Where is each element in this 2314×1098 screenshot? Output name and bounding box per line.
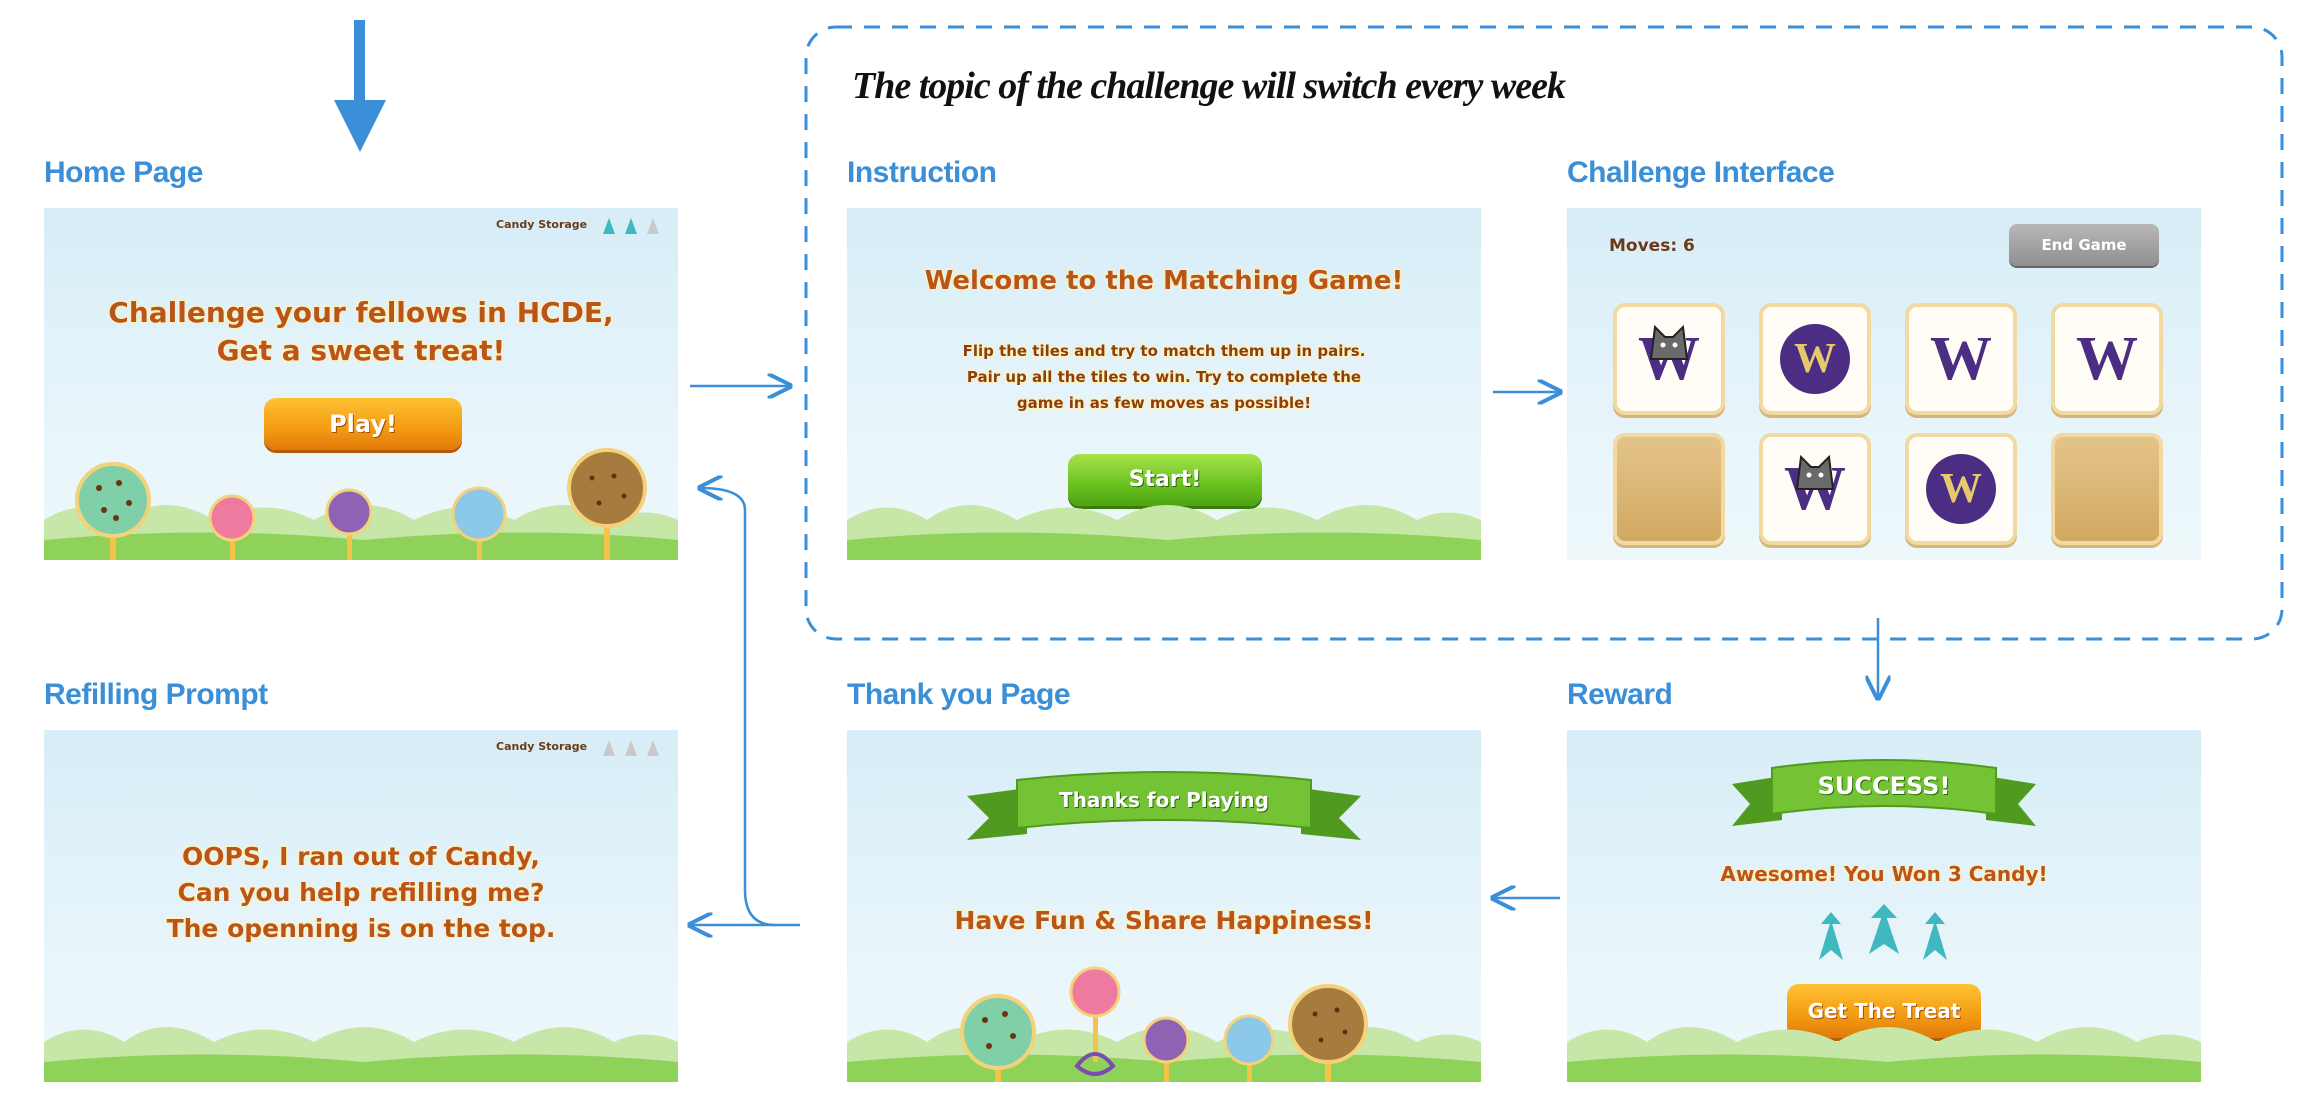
cake-pops-decoration	[960, 966, 1368, 1082]
tile-husky[interactable]: W	[1759, 433, 1871, 545]
hills-background	[1567, 1027, 2201, 1082]
reward-message: Awesome! You Won 3 Candy!	[1720, 862, 2048, 886]
tile-letter: W	[2076, 325, 2138, 393]
arrow-thanks-to-home	[700, 488, 800, 927]
moves-counter: Moves: 6	[1609, 236, 1695, 256]
tile-w-disc[interactable]: W	[1759, 303, 1871, 415]
hills-background	[44, 505, 678, 560]
cake-pops-decoration	[75, 448, 647, 560]
weekly-topic-frame	[804, 25, 2284, 641]
tile-letter: W	[1780, 324, 1850, 394]
refill-line-3: The openning is on the top.	[166, 914, 556, 943]
instruction-body-line-2: Pair up all the tiles to win. Try to com…	[966, 368, 1362, 386]
hills-background	[847, 505, 1481, 560]
thanks-tagline: Have Fun & Share Happiness!	[954, 906, 1374, 935]
instruction-title: Welcome to the Matching Game!	[924, 266, 1404, 296]
thanks-ribbon	[967, 771, 1361, 840]
end-game-button[interactable]: End Game	[2009, 224, 2159, 266]
tile-w-letter[interactable]: W	[2051, 303, 2163, 415]
instruction-body-line-3: game in as few moves as possible!	[1016, 394, 1312, 412]
tile-w-disc[interactable]: W	[1905, 433, 2017, 545]
play-button[interactable]: Play!	[264, 398, 462, 450]
tile-letter: W	[1930, 325, 1992, 393]
label-instruction: Instruction	[847, 156, 997, 189]
candy-storage-label: Candy Storage	[496, 740, 588, 753]
candy-storage-icons	[603, 218, 659, 234]
home-page-screen: Candy Storage Challenge your fellows in …	[44, 208, 678, 560]
label-home-page: Home Page	[44, 156, 203, 189]
start-button[interactable]: Start!	[1068, 454, 1262, 506]
home-headline-line-2: Get a sweet treat!	[216, 334, 506, 367]
candy-storage-label: Candy Storage	[496, 218, 588, 231]
tile-face-down[interactable]	[1613, 433, 1725, 545]
candy-storage-icons	[603, 740, 659, 756]
challenge-screen: Moves: 6 End Game W W W W W W	[1567, 208, 2201, 560]
refill-line-1: OOPS, I ran out of Candy,	[182, 842, 540, 871]
thanks-banner-text: Thanks for Playing	[1059, 788, 1269, 812]
success-banner-text: SUCCESS!	[1817, 772, 1951, 800]
hills-background	[44, 1027, 678, 1082]
refill-line-2: Can you help refilling me?	[177, 878, 545, 907]
tile-letter: W	[1926, 454, 1996, 524]
husky-icon	[1649, 324, 1689, 360]
refilling-prompt-screen: Candy Storage OOPS, I ran out of Candy, …	[44, 730, 678, 1082]
entry-arrow	[334, 20, 386, 152]
tile-face-down[interactable]	[2051, 433, 2163, 545]
instruction-screen: Welcome to the Matching Game! Flip the t…	[847, 208, 1481, 560]
thank-you-screen: Thanks for Playing Have Fun & Share Happ…	[847, 730, 1481, 1082]
candy-reward-icons	[1819, 904, 1947, 960]
diagram-title: The topic of the challenge will switch e…	[852, 65, 1566, 107]
instruction-body-line-1: Flip the tiles and try to match them up …	[962, 342, 1366, 360]
reward-screen: SUCCESS! Awesome! You Won 3 Candy! Get T…	[1567, 730, 2201, 1082]
tile-husky[interactable]: W	[1613, 303, 1725, 415]
home-headline-line-1: Challenge your fellows in HCDE,	[108, 296, 614, 329]
label-challenge-interface: Challenge Interface	[1567, 156, 1835, 189]
success-ribbon	[1732, 759, 2036, 826]
label-reward: Reward	[1567, 678, 1673, 711]
label-refilling-prompt: Refilling Prompt	[44, 678, 268, 711]
tile-w-letter[interactable]: W	[1905, 303, 2017, 415]
husky-icon	[1795, 454, 1835, 490]
label-thank-you-page: Thank you Page	[847, 678, 1071, 711]
get-the-treat-button[interactable]: Get The Treat	[1787, 984, 1981, 1038]
